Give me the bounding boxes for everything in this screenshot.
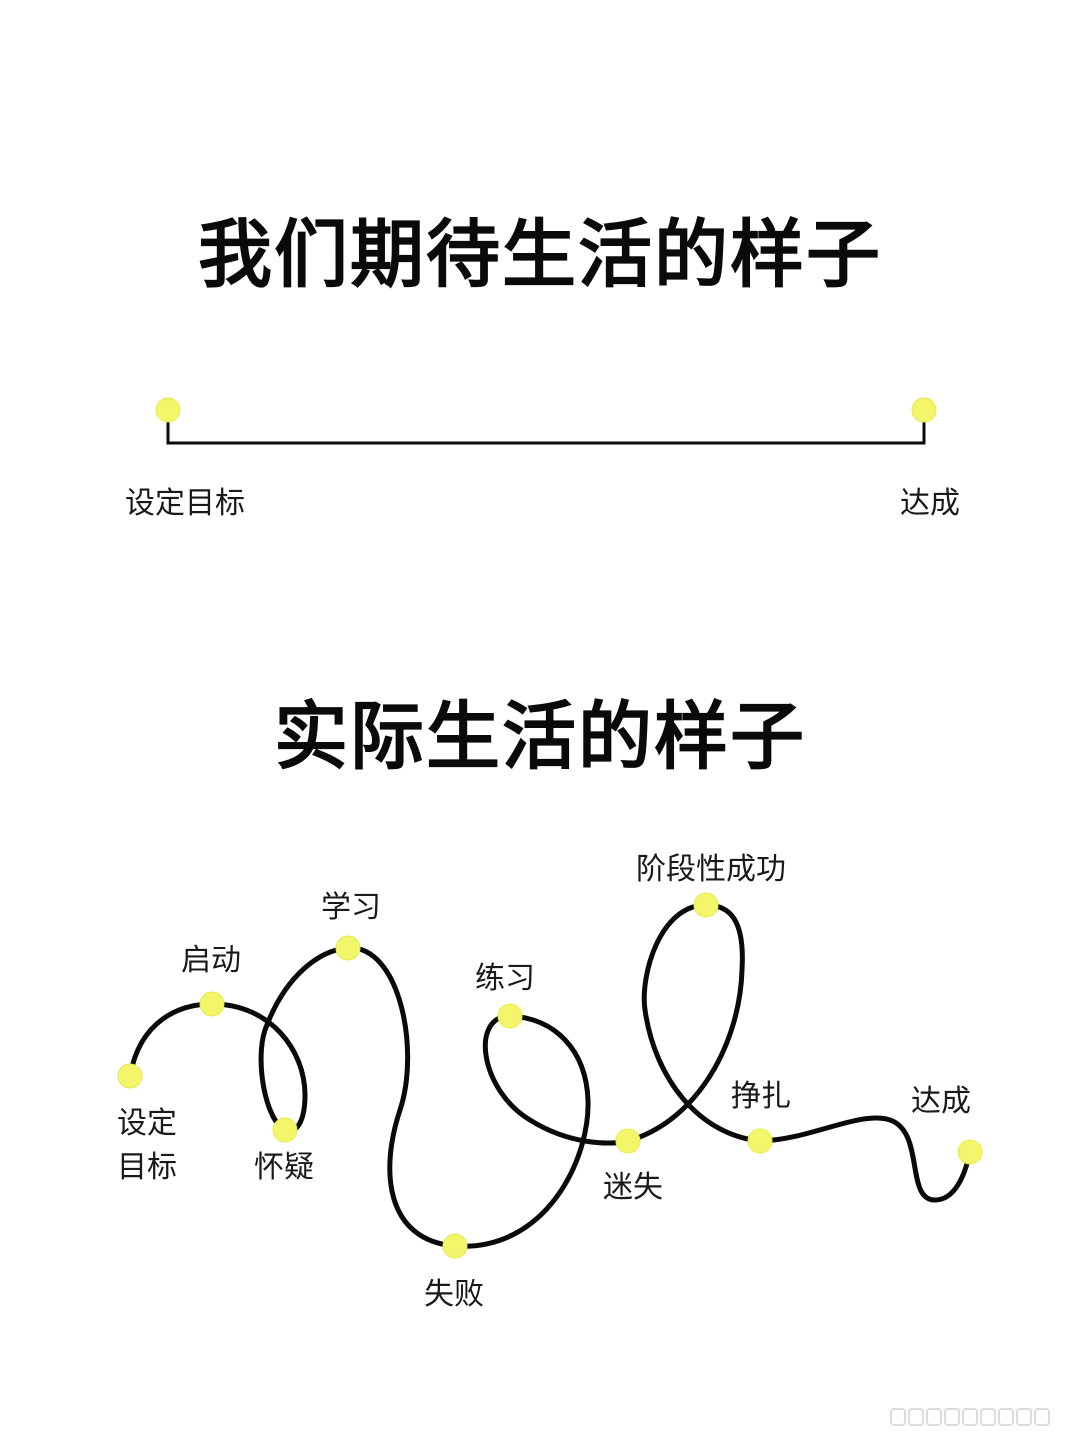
node-set-goal-label: 设定 目标 <box>117 1106 177 1185</box>
node-fail-label: 失败 <box>424 1277 484 1312</box>
watermark <box>890 1408 1080 1430</box>
node-set-goal-dot <box>117 1063 143 1089</box>
node-struggle-dot <box>747 1128 773 1154</box>
node-achieve-label: 达成 <box>911 1084 971 1119</box>
node-learn-label: 学习 <box>321 890 381 925</box>
node-achieve-dot <box>957 1139 983 1165</box>
expected-end-dot <box>911 397 937 423</box>
node-stage-success-dot <box>693 892 719 918</box>
expected-start-dot <box>155 397 181 423</box>
node-lost-dot <box>615 1128 641 1154</box>
node-start-label: 启动 <box>181 943 241 978</box>
expected-life-title: 我们期待生活的样子 <box>198 212 882 298</box>
node-practice-label: 练习 <box>475 961 535 996</box>
actual-path <box>117 892 983 1259</box>
node-stage-success-label: 阶段性成功 <box>636 852 786 887</box>
node-start-dot <box>199 991 225 1017</box>
node-doubt-label: 怀疑 <box>254 1150 314 1185</box>
actual-path-curve <box>127 902 973 1249</box>
expected-path-line <box>166 410 926 445</box>
node-fail-dot <box>442 1233 468 1259</box>
expected-start-label: 设定目标 <box>125 486 245 521</box>
node-learn-dot <box>335 935 361 961</box>
expected-path <box>155 397 937 445</box>
node-struggle-label: 挣扎 <box>731 1079 791 1114</box>
node-lost-label: 迷失 <box>603 1170 663 1205</box>
node-practice-dot <box>497 1003 523 1029</box>
expected-end-label: 达成 <box>900 486 960 521</box>
node-doubt-dot <box>272 1117 298 1143</box>
actual-life-title: 实际生活的样子 <box>274 694 806 780</box>
